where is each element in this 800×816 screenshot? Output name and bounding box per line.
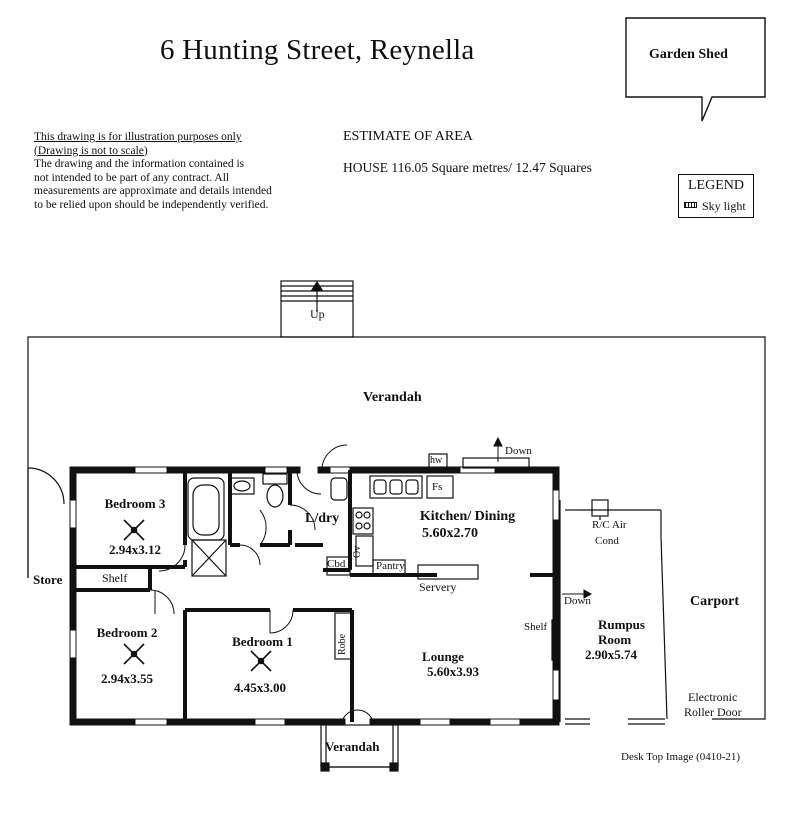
down-label-rumpus: Down <box>564 595 591 607</box>
garden-shed-outline <box>625 17 766 122</box>
bedroom1-name: Bedroom 1 <box>232 634 293 649</box>
front-verandah <box>320 724 399 772</box>
bedroom1-size: 4.45x3.00 <box>234 680 286 695</box>
rumpus-name: Rumpus <box>598 617 645 632</box>
bedroom2-name: Bedroom 2 <box>96 625 158 640</box>
property-title: 6 Hunting Street, Reynella <box>160 34 475 66</box>
carport-label: Carport <box>690 594 739 609</box>
kitchen-name: Kitchen/ Dining <box>419 509 516 524</box>
disclaimer: This drawing is for illustration purpose… <box>34 131 324 212</box>
disclaimer-line: measurements are approximate and details… <box>34 185 272 197</box>
windows <box>69 466 560 726</box>
estimate-value: HOUSE 116.05 Square metres/ 12.47 Square… <box>343 160 592 175</box>
estimate-heading: ESTIMATE OF AREA <box>343 129 473 144</box>
roller-door-label: Electronic <box>688 690 738 704</box>
rc-air-label-2: Cond <box>595 535 619 547</box>
legend-box <box>678 174 754 218</box>
kitchen-fixtures <box>326 453 530 580</box>
disclaimer-line: to be relied upon should be independentl… <box>34 198 269 211</box>
rumpus-size: 2.90x5.74 <box>585 647 637 662</box>
lounge-size: 5.60x3.93 <box>427 664 479 679</box>
bedroom3-name: Bedroom 3 <box>104 496 166 511</box>
arrow-up-icon <box>493 436 503 462</box>
oven-label: Ov <box>352 545 363 558</box>
skylight-icon <box>684 202 697 208</box>
disclaimer-line: not intended to be part of any contract.… <box>34 171 230 184</box>
pantry-label: Pantry <box>376 560 405 572</box>
servery-label: Servery <box>419 580 457 594</box>
legend-item: Sky light <box>702 199 746 213</box>
bedroom2-size: 2.94x3.55 <box>101 671 153 686</box>
bath-fixtures <box>187 473 348 577</box>
shelf-label: Shelf <box>102 571 128 585</box>
verandah-outline <box>27 336 766 720</box>
up-label: Up <box>310 307 325 321</box>
misc-fixtures <box>334 499 665 725</box>
ceiling-fan-icon <box>250 650 272 672</box>
bedroom3-size: 2.94x3.12 <box>109 542 161 557</box>
roller-door-label-2: Roller Door <box>684 705 742 719</box>
down-label: Down <box>505 445 532 457</box>
ceiling-fan-icon <box>123 643 145 665</box>
ceiling-fan-icon <box>123 519 145 541</box>
rumpus-name-2: Room <box>598 632 632 647</box>
door-swings <box>149 444 374 723</box>
verandah-label: Verandah <box>363 390 422 405</box>
arrow-right-icon <box>562 589 593 599</box>
disclaimer-line: This drawing is for illustration purpose… <box>34 131 242 143</box>
rear-steps <box>280 280 354 338</box>
disclaimer-line: The drawing and the information containe… <box>34 158 245 170</box>
fs-label: Fs <box>432 481 443 493</box>
store-label: Store <box>33 572 63 587</box>
robe-label: Robe <box>337 633 348 655</box>
image-reference: Desk Top Image (0410-21) <box>621 751 741 763</box>
lounge-name: Lounge <box>422 649 464 664</box>
legend-title: LEGEND <box>688 178 744 193</box>
garden-shed-label: Garden Shed <box>649 47 728 62</box>
rc-air-label: R/C Air <box>592 519 627 531</box>
front-verandah-label: Verandah <box>325 739 380 754</box>
disclaimer-line: (Drawing is not to scale) <box>34 144 148 157</box>
laundry-label: L/dry <box>305 511 340 526</box>
hw-label: hw <box>430 455 443 466</box>
cupboard-label: Cbd <box>327 558 346 570</box>
kitchen-size: 5.60x2.70 <box>422 526 478 541</box>
shelf-label-lounge: Shelf <box>524 621 548 633</box>
